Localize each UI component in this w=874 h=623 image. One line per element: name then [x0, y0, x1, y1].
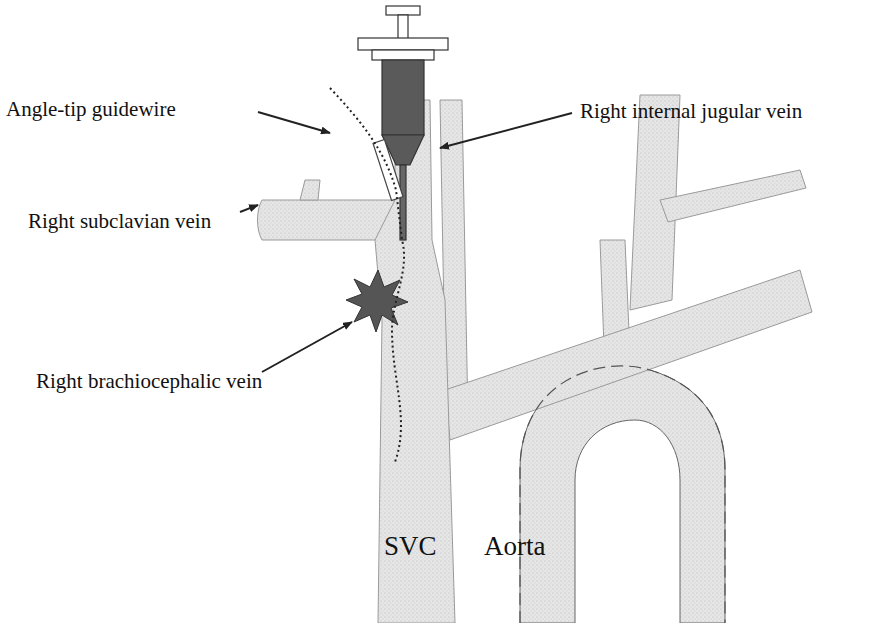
- guidewire-label: Angle-tip guidewire: [6, 98, 176, 121]
- vessel-label: SVC: [384, 532, 437, 562]
- leader-arrows: [240, 112, 572, 372]
- guidewire: [330, 88, 404, 462]
- injury-starburst: [346, 270, 408, 332]
- aorta-outline: [520, 366, 725, 623]
- vein-label: Right internal jugular vein: [580, 100, 802, 123]
- syringe: [358, 6, 448, 240]
- vessels: [258, 95, 813, 623]
- vessel-label: Aorta: [484, 532, 545, 562]
- vein-label: Right brachiocephalic vein: [36, 370, 262, 393]
- vein-label: Right subclavian vein: [28, 210, 211, 233]
